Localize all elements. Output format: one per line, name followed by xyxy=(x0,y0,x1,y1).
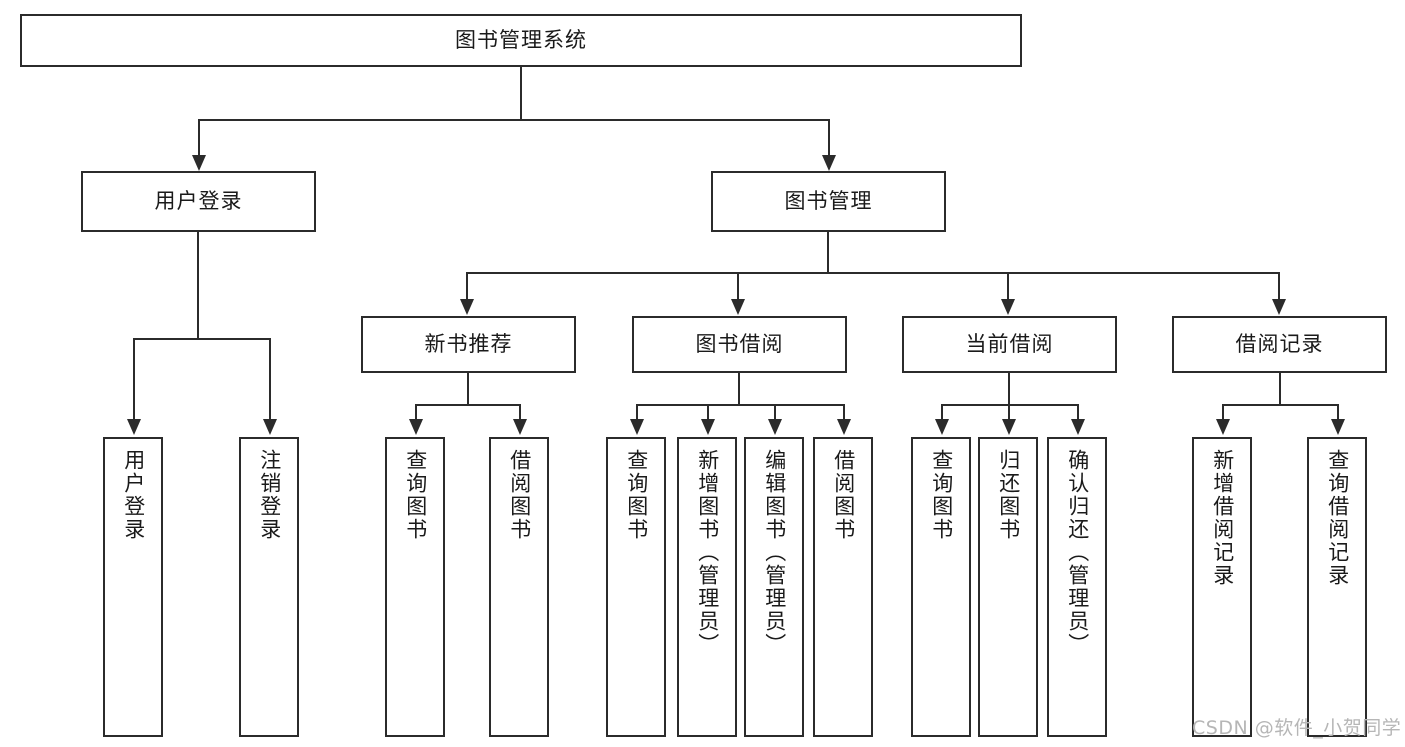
edge-cb-bus xyxy=(941,404,1079,406)
edge-nbr-bus xyxy=(415,404,521,406)
arrow-nbr-to-leaf-1 xyxy=(409,419,423,435)
edge-br-bus xyxy=(1222,404,1339,406)
node-leaf-query-book-2-label: 查询图书 xyxy=(624,449,649,541)
node-leaf-user-login-label: 用户登录 xyxy=(121,449,146,541)
arrow-cb-to-leaf-2 xyxy=(1002,419,1016,435)
node-leaf-borrow-book-1[interactable]: 借阅图书 xyxy=(489,437,549,737)
node-leaf-user-login[interactable]: 用户登录 xyxy=(103,437,163,737)
node-leaf-logout[interactable]: 注销登录 xyxy=(239,437,299,737)
edge-root-to-user-login xyxy=(198,119,200,157)
edge-book-manage-to-c2 xyxy=(737,272,739,301)
arrow-root-to-user-login xyxy=(192,155,206,171)
node-user-login-label: 用户登录 xyxy=(154,188,243,213)
edge-nbr-to-leaf-2 xyxy=(519,404,521,421)
node-leaf-confirm-return-label: 确认归还（管理员） xyxy=(1065,449,1090,656)
arrow-book-manage-to-c2 xyxy=(731,299,745,315)
arrow-cb-to-leaf-1 xyxy=(935,419,949,435)
edge-bb-to-leaf-4 xyxy=(843,404,845,421)
node-borrow-record-label: 借阅记录 xyxy=(1235,331,1324,356)
arrow-cb-to-leaf-3 xyxy=(1071,419,1085,435)
edge-br-to-leaf-2 xyxy=(1337,404,1339,421)
edge-nbr-to-leaf-1 xyxy=(415,404,417,421)
node-leaf-add-record-label: 新增借阅记录 xyxy=(1210,449,1235,587)
arrow-br-to-leaf-1 xyxy=(1216,419,1230,435)
node-book-manage-label: 图书管理 xyxy=(784,188,873,213)
edge-br-stem xyxy=(1279,373,1281,406)
node-current-borrow[interactable]: 当前借阅 xyxy=(902,316,1117,373)
edge-root-stem xyxy=(520,67,522,119)
edge-nbr-stem xyxy=(467,373,469,406)
node-leaf-query-book-1[interactable]: 查询图书 xyxy=(385,437,445,737)
node-leaf-borrow-book-2-label: 借阅图书 xyxy=(831,449,856,541)
node-leaf-query-book-1-label: 查询图书 xyxy=(403,449,428,541)
node-current-borrow-label: 当前借阅 xyxy=(965,331,1054,356)
node-book-borrow[interactable]: 图书借阅 xyxy=(632,316,847,373)
edge-root-bus xyxy=(198,119,830,121)
node-leaf-query-book-3[interactable]: 查询图书 xyxy=(911,437,971,737)
arrow-bb-to-leaf-1 xyxy=(630,419,644,435)
edge-bb-to-leaf-2 xyxy=(707,404,709,421)
edge-bb-to-leaf-1 xyxy=(636,404,638,421)
node-leaf-add-book-label: 新增图书（管理员） xyxy=(695,449,720,656)
node-leaf-query-record-label: 查询借阅记录 xyxy=(1325,449,1350,587)
node-leaf-borrow-book-1-label: 借阅图书 xyxy=(507,449,532,541)
arrow-book-manage-to-c1 xyxy=(460,299,474,315)
edge-book-manage-bus xyxy=(466,272,1278,274)
node-leaf-edit-book[interactable]: 编辑图书（管理员） xyxy=(744,437,804,737)
arrow-bb-to-leaf-4 xyxy=(837,419,851,435)
edge-cb-stem xyxy=(1008,373,1010,406)
edge-user-login-to-leaf-1 xyxy=(133,338,135,421)
node-leaf-add-record[interactable]: 新增借阅记录 xyxy=(1192,437,1252,737)
edge-book-manage-stem xyxy=(827,232,829,274)
node-root-label: 图书管理系统 xyxy=(455,27,587,52)
arrow-bb-to-leaf-3 xyxy=(768,419,782,435)
node-leaf-confirm-return[interactable]: 确认归还（管理员） xyxy=(1047,437,1107,737)
edge-bb-to-leaf-3 xyxy=(774,404,776,421)
node-leaf-query-book-3-label: 查询图书 xyxy=(929,449,954,541)
node-user-login[interactable]: 用户登录 xyxy=(81,171,316,232)
edge-cb-to-leaf-3 xyxy=(1077,404,1079,421)
edge-root-to-book-manage xyxy=(828,119,830,157)
node-leaf-query-book-2[interactable]: 查询图书 xyxy=(606,437,666,737)
edge-user-login-to-leaf-2 xyxy=(269,338,271,421)
edge-bb-stem xyxy=(738,373,740,406)
edge-cb-to-leaf-2 xyxy=(1008,404,1010,421)
arrow-user-login-to-leaf-2 xyxy=(263,419,277,435)
arrow-user-login-to-leaf-1 xyxy=(127,419,141,435)
node-leaf-return-book[interactable]: 归还图书 xyxy=(978,437,1038,737)
edge-book-manage-to-c1 xyxy=(466,272,468,301)
edge-bb-bus xyxy=(636,404,844,406)
node-new-book-recommend-label: 新书推荐 xyxy=(424,331,513,356)
node-new-book-recommend[interactable]: 新书推荐 xyxy=(361,316,576,373)
node-book-manage[interactable]: 图书管理 xyxy=(711,171,946,232)
node-borrow-record[interactable]: 借阅记录 xyxy=(1172,316,1387,373)
edge-book-manage-to-c3 xyxy=(1007,272,1009,301)
arrow-nbr-to-leaf-2 xyxy=(513,419,527,435)
arrow-book-manage-to-c3 xyxy=(1001,299,1015,315)
node-leaf-return-book-label: 归还图书 xyxy=(996,449,1021,541)
edge-book-manage-to-c4 xyxy=(1278,272,1280,301)
node-leaf-logout-label: 注销登录 xyxy=(257,449,282,541)
edge-br-to-leaf-1 xyxy=(1222,404,1224,421)
node-leaf-edit-book-label: 编辑图书（管理员） xyxy=(762,449,787,656)
edge-user-login-stem xyxy=(197,232,199,340)
node-leaf-borrow-book-2[interactable]: 借阅图书 xyxy=(813,437,873,737)
node-root[interactable]: 图书管理系统 xyxy=(20,14,1022,67)
arrow-bb-to-leaf-2 xyxy=(701,419,715,435)
arrow-book-manage-to-c4 xyxy=(1272,299,1286,315)
watermark-text: CSDN @软件_小贺同学 xyxy=(1192,717,1402,739)
edge-user-login-bus xyxy=(133,338,269,340)
arrow-br-to-leaf-2 xyxy=(1331,419,1345,435)
node-leaf-query-record[interactable]: 查询借阅记录 xyxy=(1307,437,1367,737)
edge-cb-to-leaf-1 xyxy=(941,404,943,421)
node-leaf-add-book[interactable]: 新增图书（管理员） xyxy=(677,437,737,737)
node-book-borrow-label: 图书借阅 xyxy=(695,331,784,356)
arrow-root-to-book-manage xyxy=(822,155,836,171)
